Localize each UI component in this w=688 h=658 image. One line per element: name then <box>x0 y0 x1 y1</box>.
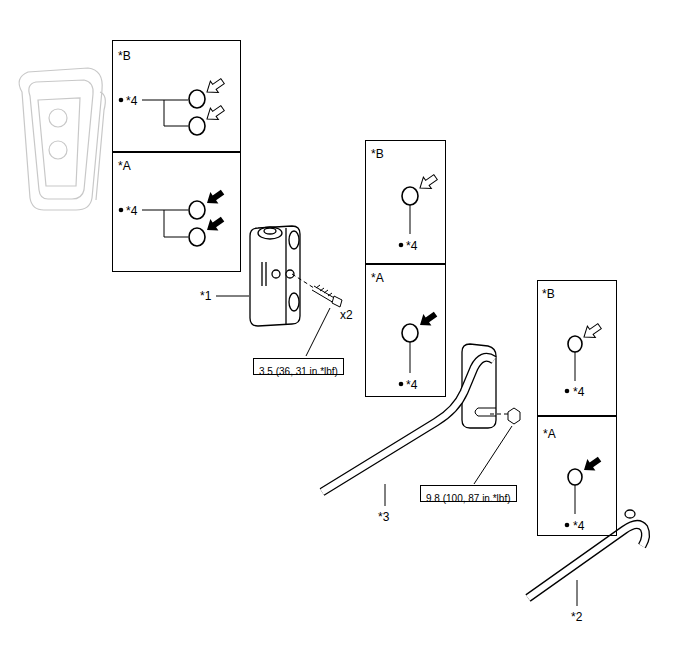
quantity-label: x2 <box>340 309 353 321</box>
o-ring-callout: *4 <box>406 240 417 252</box>
o-ring-detail <box>119 75 227 135</box>
bolt <box>292 274 342 356</box>
detail-panel: *A *4 <box>112 152 241 272</box>
o-ring-detail <box>565 320 604 393</box>
expansion-valve <box>250 226 300 326</box>
o-ring-detail <box>399 171 440 247</box>
view-label: *B <box>542 288 555 300</box>
pipe <box>528 510 646 606</box>
pipe-assembly <box>322 344 520 506</box>
o-ring-callout: *4 <box>406 379 417 391</box>
o-ring-callout: *4 <box>126 95 137 107</box>
o-ring-callout: *4 <box>573 386 584 398</box>
leader-line <box>216 296 249 297</box>
torque-box: 9.8 (100, 87 in.*lbf) <box>420 485 517 502</box>
o-ring-detail <box>119 186 227 246</box>
o-ring-detail <box>399 308 440 386</box>
callout-number: *3 <box>378 511 389 523</box>
view-label: *A <box>543 428 556 440</box>
view-label: *B <box>118 50 131 62</box>
view-label: *A <box>371 272 384 284</box>
detail-panel: *A *4 <box>537 416 617 536</box>
callout-number: *1 <box>200 290 211 302</box>
detail-panel: *A *4 <box>365 264 446 397</box>
torque-box: 3.5 (36, 31 in.*lbf) <box>253 358 344 375</box>
o-ring-callout: *4 <box>126 205 137 217</box>
view-label: *B <box>371 148 384 160</box>
torque-spec: 9.8 (100, 87 in.*lbf) <box>426 493 511 504</box>
torque-spec: 3.5 (36, 31 in.*lbf) <box>259 366 338 377</box>
o-ring-callout: *4 <box>573 520 584 532</box>
detail-panel: *B *4 <box>365 140 446 264</box>
view-label: *A <box>118 160 131 172</box>
detail-panel: *B *4 <box>537 280 617 416</box>
callout-number: *2 <box>571 611 582 623</box>
o-ring-detail <box>565 453 604 527</box>
housing-figure <box>19 68 105 210</box>
detail-panel: *B *4 <box>112 40 241 152</box>
